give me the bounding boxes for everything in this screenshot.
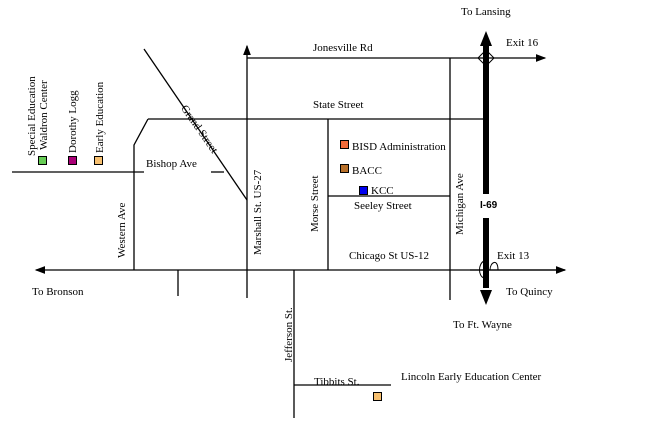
- exit-16-label: Exit 16: [506, 37, 539, 49]
- lincoln-label: Lincoln Early Education Center: [401, 371, 542, 383]
- direction-north-label: To Lansing: [461, 6, 511, 18]
- road-grand: [143, 48, 248, 201]
- bishop-ave-label: Bishop Ave: [146, 158, 197, 170]
- morse-street-label: Morse Street: [309, 175, 321, 232]
- legend-early-ed-marker: [94, 156, 103, 165]
- legend-special-ed-line1: Special Education: [26, 76, 38, 156]
- bisd-admin-label: BISD Administration: [352, 141, 446, 153]
- lincoln-marker: [373, 392, 382, 401]
- exit-13-label: Exit 13: [497, 250, 530, 262]
- road-western: [133, 118, 149, 270]
- bisd-admin-marker: [340, 140, 349, 149]
- direction-west-label: To Bronson: [32, 286, 84, 298]
- michigan-ave-label: Michigan Ave: [454, 173, 466, 235]
- i69-label: I-69: [480, 200, 498, 211]
- direction-east-label: To Quincy: [506, 286, 553, 298]
- kcc-marker: [359, 186, 368, 195]
- bacc-marker: [340, 164, 349, 173]
- legend-dorothy-logg-marker: [68, 156, 77, 165]
- bacc-label: BACC: [352, 165, 382, 177]
- legend-early-ed-label: Early Education: [94, 81, 106, 153]
- direction-south-label: To Ft. Wayne: [453, 319, 512, 331]
- seeley-street-label: Seeley Street: [354, 200, 412, 212]
- highway-i69: [477, 31, 499, 305]
- jefferson-st-label: Jefferson St.: [283, 307, 295, 362]
- legend-special-ed-line2: Waldron Center: [38, 80, 50, 150]
- kcc-label: KCC: [371, 185, 394, 197]
- tibbits-st-label: Tibbits St.: [314, 376, 360, 388]
- jonesville-rd-label: Jonesville Rd: [313, 42, 373, 54]
- marshall-st-label: Marshall St. US-27: [252, 169, 264, 255]
- western-ave-label: Western Ave: [116, 202, 128, 258]
- state-street-label: State Street: [313, 99, 364, 111]
- legend-dorothy-logg-label: Dorothy Logg: [67, 90, 79, 153]
- legend-special-ed-marker: [38, 156, 47, 165]
- chicago-st-label: Chicago St US-12: [349, 250, 430, 262]
